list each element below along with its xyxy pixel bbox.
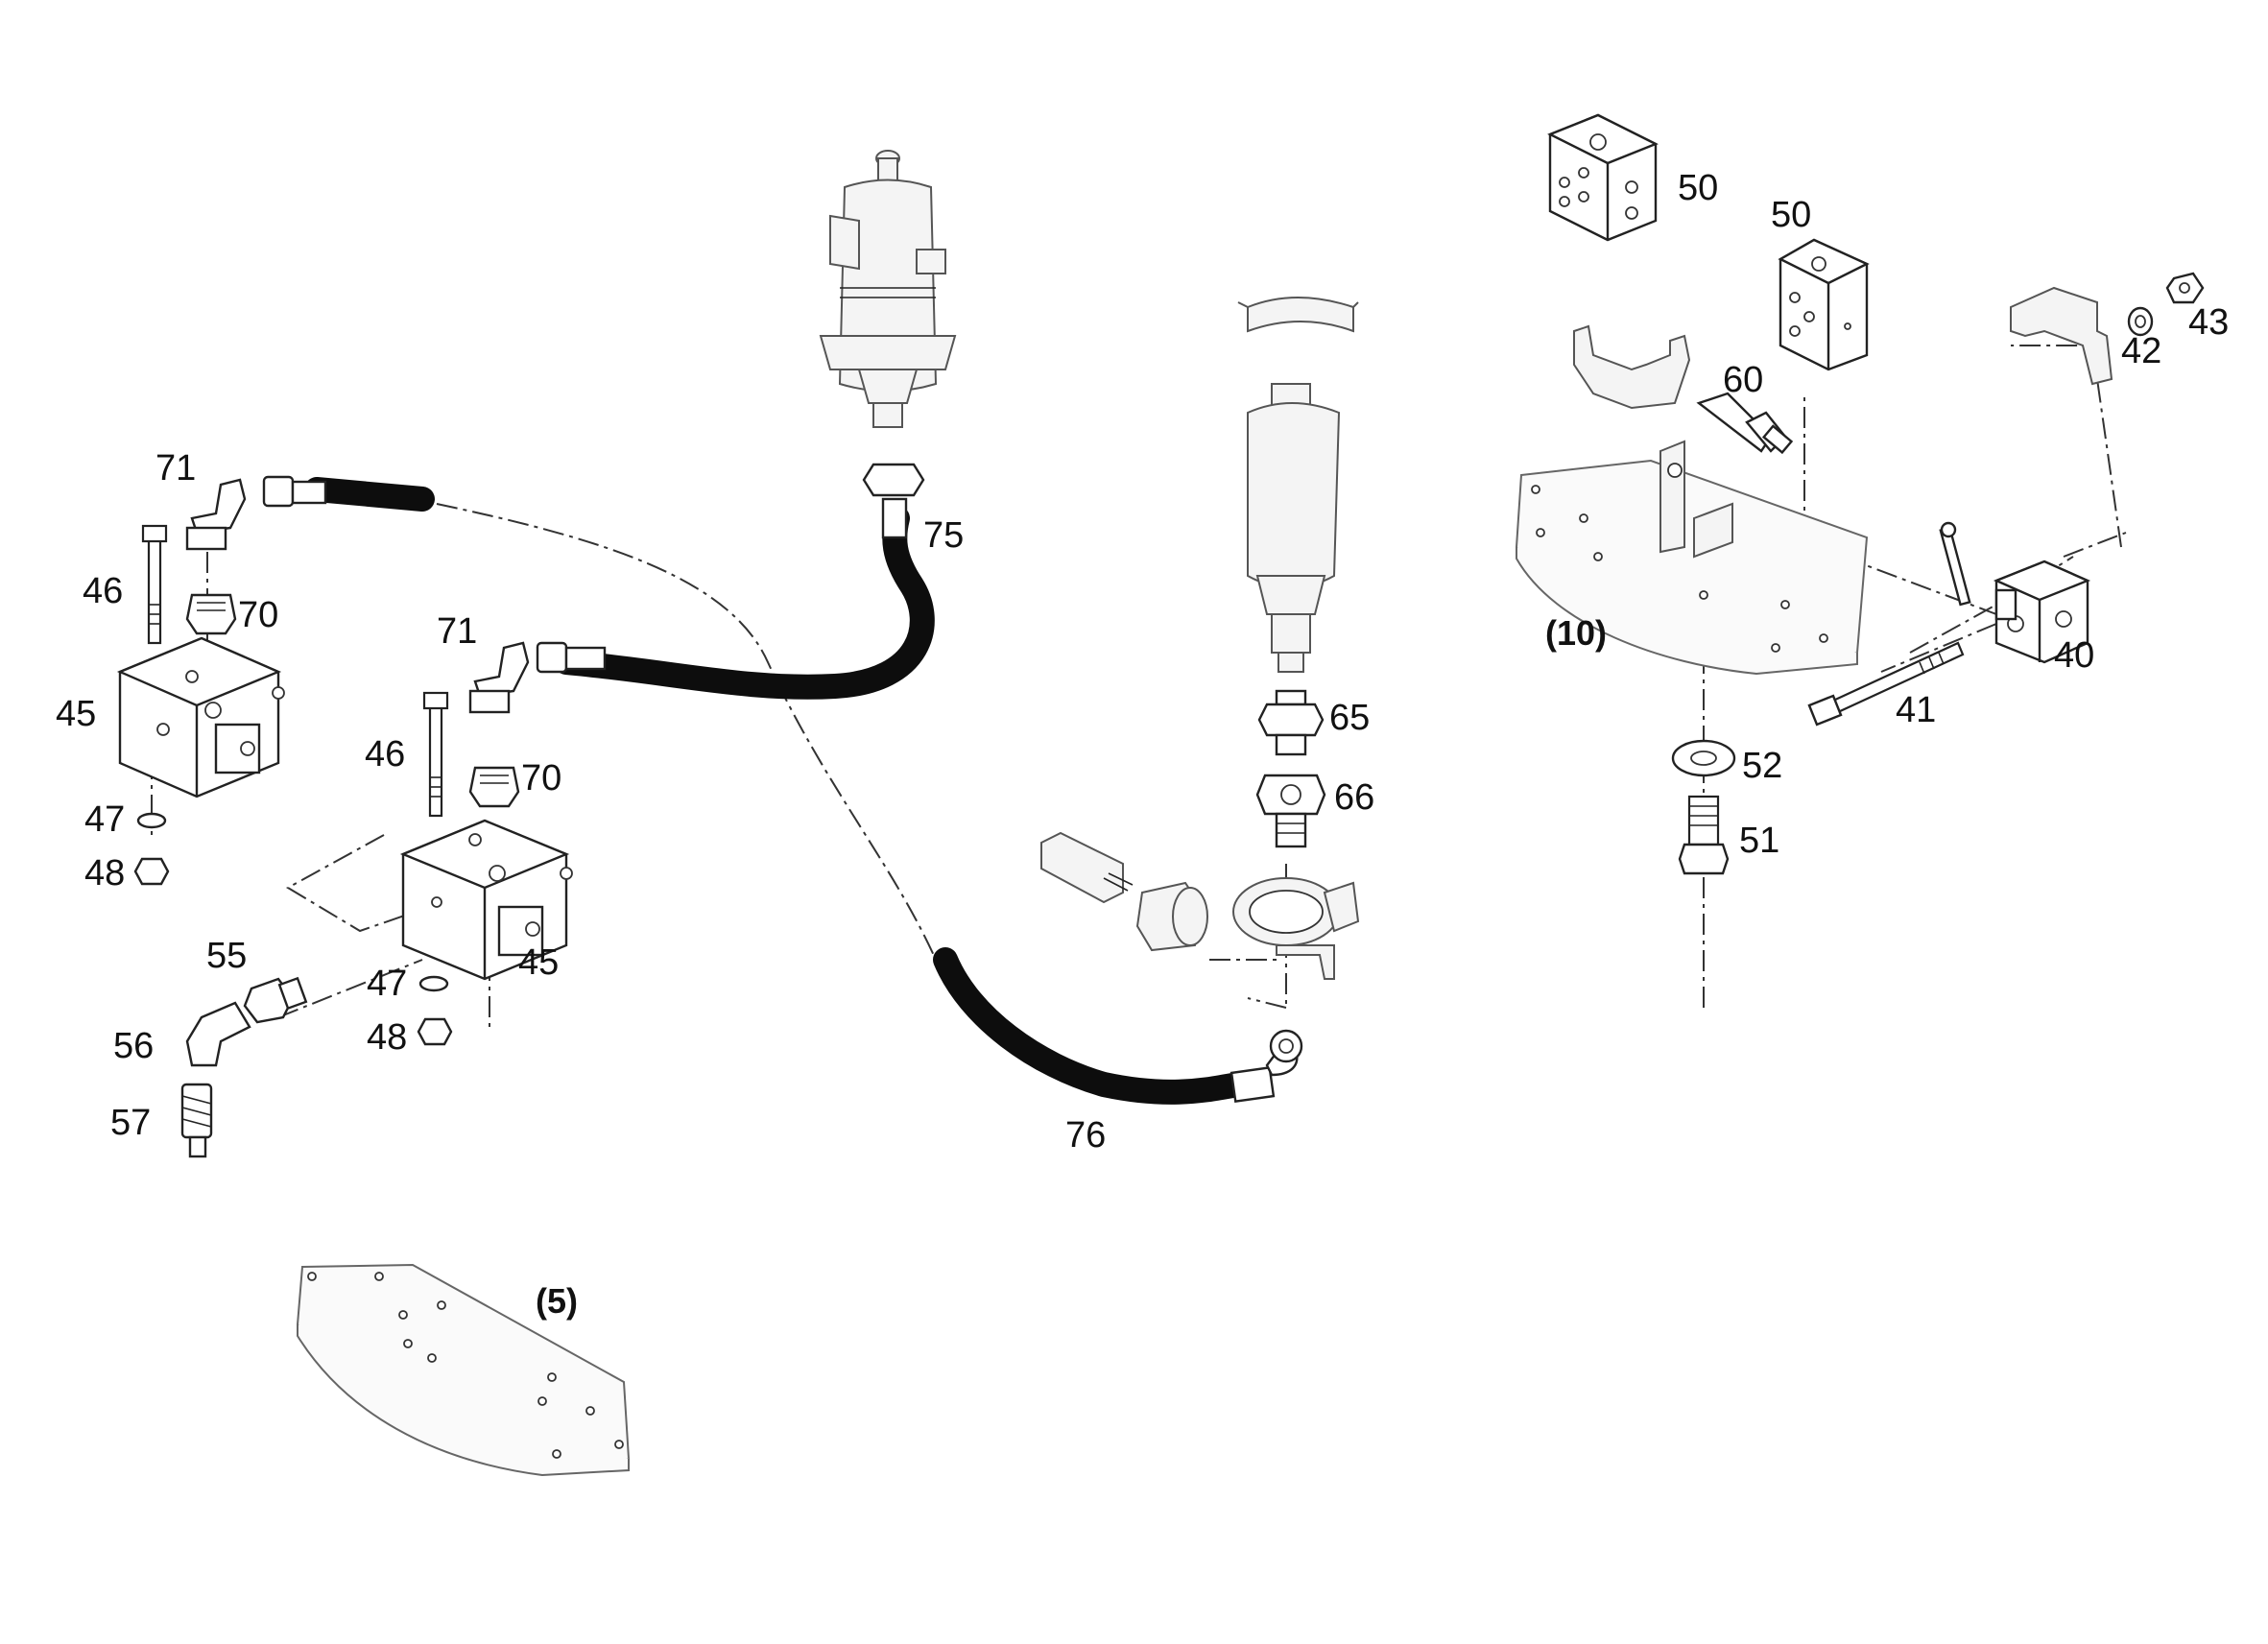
elbow-56 — [185, 1001, 251, 1067]
callout-50-second: 50 — [1771, 195, 1811, 235]
elbow-71-upper — [185, 478, 247, 551]
fitting-57 — [180, 1083, 213, 1158]
manifold-block-45-upper — [116, 524, 285, 798]
fitting-55 — [243, 976, 308, 1024]
washer-42 — [2127, 306, 2154, 337]
callout-10: (10) — [1545, 613, 1607, 653]
callout-45-upper: 45 — [56, 694, 96, 734]
manifold-block-45-lower — [399, 691, 573, 981]
washer-52 — [1671, 739, 1736, 777]
nut-48-lower — [417, 1017, 453, 1046]
cap-screw-41 — [1807, 641, 1965, 727]
callout-48-upper: 48 — [84, 853, 125, 893]
bracket-left — [1573, 324, 1691, 410]
adapter-70-upper — [185, 593, 237, 635]
hose-76 — [933, 947, 1303, 1105]
callouts: 71 70 46 45 47 48 71 70 46 45 47 48 55 5… — [56, 168, 2229, 1321]
callout-56: 56 — [113, 1026, 154, 1066]
callout-46-upper: 46 — [83, 571, 123, 611]
callout-70-upper: 70 — [238, 595, 278, 635]
callout-71-lower: 71 — [437, 611, 477, 652]
callout-40: 40 — [2054, 635, 2094, 676]
nut-48-upper — [133, 857, 170, 886]
ball-valve-40 — [1939, 521, 2091, 664]
callout-70-lower: 70 — [521, 758, 561, 798]
mounting-plate-5 — [296, 1263, 631, 1477]
callout-76: 76 — [1065, 1115, 1106, 1156]
callout-66: 66 — [1334, 777, 1374, 818]
callout-60: 60 — [1723, 360, 1763, 400]
callout-48-lower: 48 — [367, 1017, 407, 1058]
callout-42: 42 — [2121, 331, 2161, 371]
callout-71-upper: 71 — [155, 448, 196, 488]
washer-47-lower — [418, 975, 449, 992]
callout-51: 51 — [1739, 821, 1779, 861]
callout-55: 55 — [206, 936, 247, 976]
mounting-plate-10 — [1515, 440, 1869, 676]
fitting-66 — [1255, 774, 1326, 848]
bolt-51 — [1678, 795, 1730, 875]
callout-46-lower: 46 — [365, 734, 405, 774]
check-valve-60 — [1696, 392, 1794, 455]
callout-52: 52 — [1742, 746, 1782, 786]
callout-45-lower: 45 — [518, 942, 559, 983]
washer-47-upper — [136, 812, 167, 829]
adapter-70-lower — [468, 766, 520, 808]
elbow-71-lower — [468, 641, 530, 714]
accumulator-top — [819, 150, 957, 428]
callout-41: 41 — [1896, 690, 1936, 730]
nut-43 — [2165, 272, 2205, 304]
accumulator-middle — [1237, 297, 1359, 673]
callout-47-upper: 47 — [84, 799, 125, 840]
hose-75 — [262, 463, 935, 700]
valve-block-50-second — [1778, 238, 1870, 371]
callout-57: 57 — [110, 1103, 151, 1143]
clamp-assembly — [1040, 831, 1360, 980]
callout-75: 75 — [923, 515, 964, 556]
bracket-right — [2010, 286, 2113, 386]
fitting-65 — [1257, 689, 1325, 756]
callout-50-top: 50 — [1678, 168, 1718, 208]
valve-block-50-top — [1547, 113, 1659, 242]
callout-43: 43 — [2188, 302, 2229, 343]
callout-47-lower: 47 — [367, 964, 407, 1004]
callout-5: (5) — [536, 1281, 578, 1321]
callout-65: 65 — [1329, 698, 1370, 738]
